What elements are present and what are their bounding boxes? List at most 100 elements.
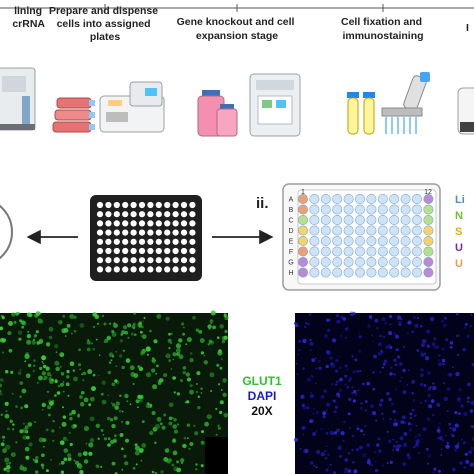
black-plate-well [96,220,104,227]
plate-well [366,225,377,236]
black-plate-well [180,229,188,236]
black-plate-well [189,201,196,209]
plate-well [332,267,343,278]
black-plate-well [172,238,179,245]
black-plate-well [138,247,146,255]
plate-well [309,256,320,267]
black-plate-well [147,266,154,273]
black-plate-well [180,211,188,218]
plate-well [377,194,388,205]
black-plate-well [138,220,146,227]
plate-well [320,256,331,267]
plate-well [366,194,377,205]
black-plate-well [147,238,154,245]
plate-well [389,256,400,267]
black-plate-well [122,229,129,236]
side-legend-entry: S [455,226,462,238]
plate-well [423,225,434,236]
col-label-first: 1 [301,189,305,196]
plate-well [354,194,365,205]
green-micrograph-panel [0,310,229,474]
plate-well [354,246,365,257]
black-plate-well [164,211,171,218]
plate-well [309,215,320,226]
black-plate-well [155,211,162,218]
black-plate-well [180,247,188,255]
plate-well [343,194,354,205]
step2-line3: plates [90,31,121,43]
multichannel-pipette-icon [381,72,430,134]
plate-well [411,194,422,205]
black-plate-well [172,229,179,236]
row-label: B [289,207,294,214]
black-plate-well [130,266,137,273]
side-legend-entry: U [455,258,463,270]
step4-line2: immunostaining [342,30,423,42]
plate-well [377,246,388,257]
black-plate-well [113,247,120,255]
plate-well [309,267,320,278]
black-plate-well [155,201,162,209]
black-plate-well [164,201,171,209]
plate-well [320,267,331,278]
plate-well [400,215,411,226]
black-plate-well [96,229,104,236]
black-plate-well [172,247,179,255]
plate-well [320,194,331,205]
plate-well [354,225,365,236]
black-plate-well [164,238,171,245]
plate-well [377,267,388,278]
black-plate-well [180,238,188,245]
plate-well [332,225,343,236]
plate-well [411,236,422,247]
plate-well [309,246,320,257]
step1-line2: crRNA [12,18,45,30]
black-plate-well [130,211,137,218]
plate-well [297,246,308,257]
black-plate-well [180,266,188,273]
step1-caption: lining crRNA [12,5,45,30]
black-plate-well [189,257,196,264]
side-legend-entry: N [455,210,463,222]
liquid-handler-icon [0,67,36,131]
plate-well [377,225,388,236]
black-plate-well [155,266,162,273]
micrograph-legend: GLUT1 DAPI 20X [242,374,282,418]
plate-well [320,225,331,236]
black-plate-well [122,257,129,264]
black-plate-well [138,266,146,273]
black-plate-well [105,201,112,209]
plate-well [389,236,400,247]
black-plate-well [105,238,112,245]
tubes-icon [347,92,375,135]
cell-dispenser-icon [99,81,165,133]
plate-well [343,225,354,236]
black-plate-well [189,211,196,218]
plate-well [411,267,422,278]
legend-magnification: 20X [251,404,272,418]
step3-line1: Gene knockout and cell [177,16,295,28]
black-plate-well [164,266,171,273]
row-label: D [288,228,293,235]
plate-well [343,236,354,247]
plate-well [411,225,422,236]
plate-well [366,215,377,226]
row-label: C [288,218,293,225]
black-plate-well [113,211,120,218]
plate-well [332,246,343,257]
black-plate-well [189,229,196,236]
timeline-ticks [104,4,384,12]
plate-well [343,246,354,257]
black-plate-well [164,257,171,264]
black-plate-well [155,229,162,236]
black-plate-well [155,257,162,264]
black-plate-well [96,266,104,273]
media-bottles-icon [197,90,238,137]
black-plate-well [172,257,179,264]
plate-well [354,267,365,278]
plate-well [389,194,400,205]
plate-well [332,236,343,247]
